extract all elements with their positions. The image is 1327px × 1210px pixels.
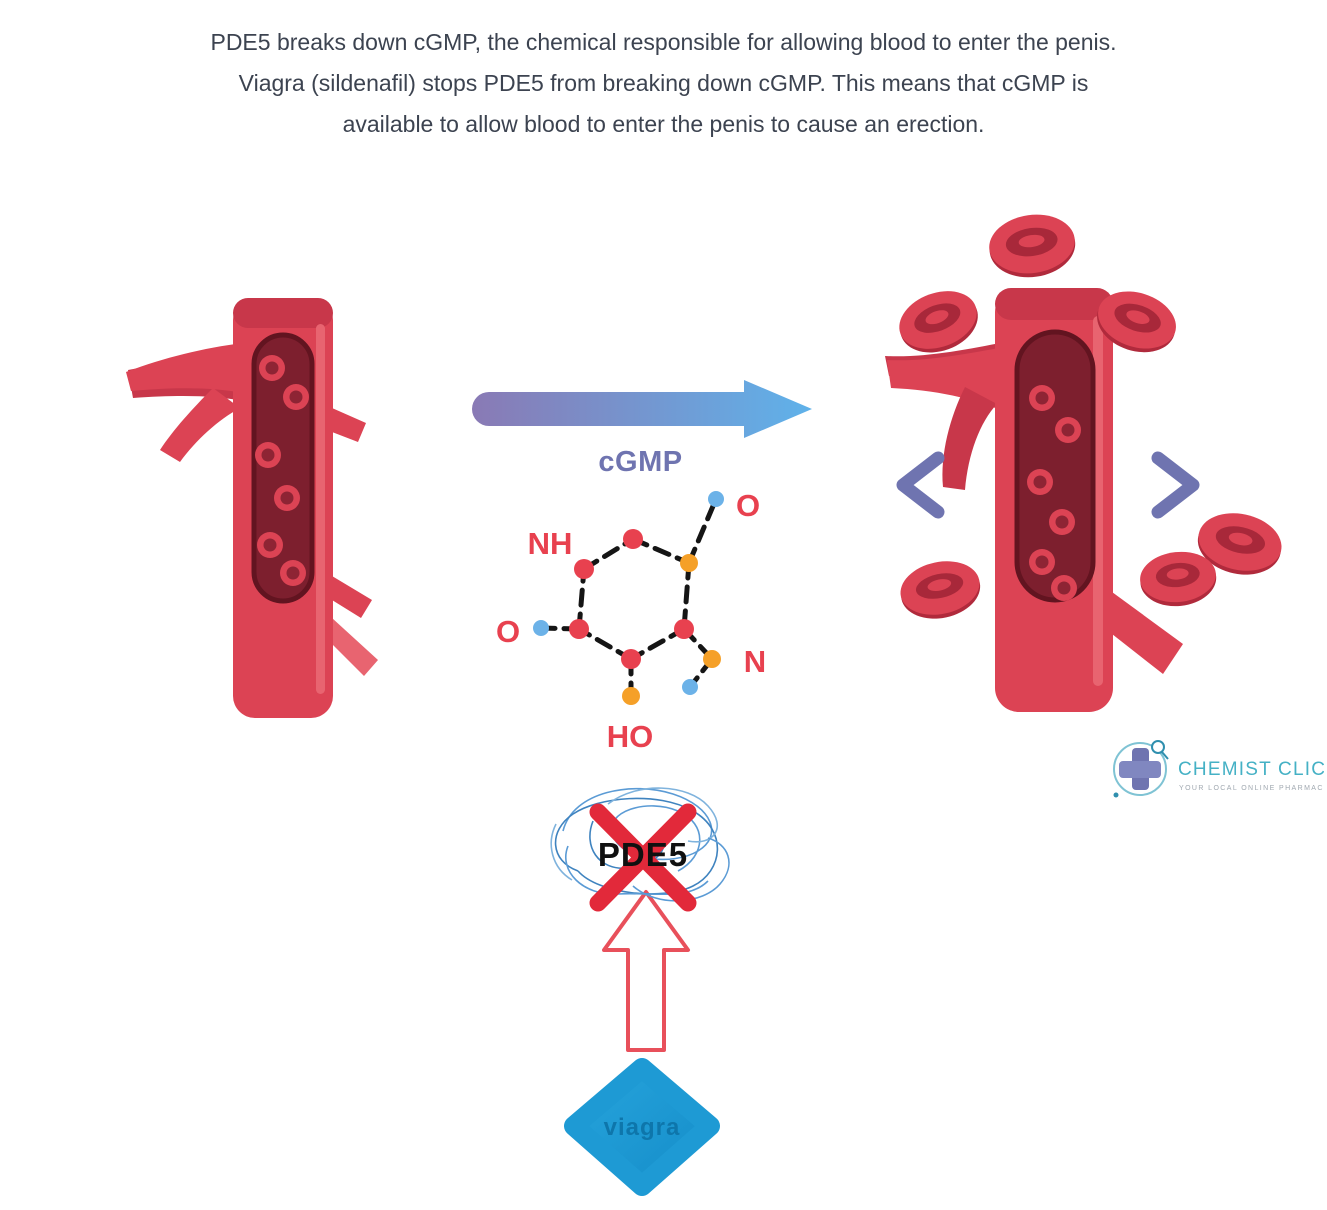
red-blood-cell bbox=[1027, 469, 1053, 495]
red-blood-cell bbox=[1097, 291, 1176, 353]
vessel-branch bbox=[332, 618, 378, 676]
constricted-vessel-illustration bbox=[126, 298, 378, 718]
free-red-blood-cells bbox=[899, 214, 1282, 619]
cgmp-label: cGMP bbox=[598, 446, 683, 478]
arrow-up-icon bbox=[602, 890, 690, 1052]
chevron-right-icon bbox=[1151, 451, 1200, 519]
dilated-vessel-illustration bbox=[885, 214, 1282, 712]
pill-shape bbox=[564, 1058, 720, 1196]
red-blood-cell bbox=[280, 560, 306, 586]
atom-orange bbox=[680, 554, 698, 572]
red-blood-cell bbox=[1051, 575, 1077, 601]
molecule-label-o-left: O bbox=[496, 614, 520, 649]
red-blood-cell bbox=[259, 355, 285, 381]
red-blood-cell bbox=[900, 561, 981, 619]
red-blood-cells-inside bbox=[255, 355, 309, 586]
molecule-label-n: N bbox=[744, 644, 766, 679]
vessel-branch bbox=[332, 408, 366, 442]
logo-tagline: YOUR LOCAL ONLINE PHARMACY bbox=[1179, 785, 1324, 792]
red-blood-cell bbox=[899, 291, 978, 353]
atom-blue bbox=[708, 491, 724, 507]
arrow-right-icon bbox=[472, 380, 812, 438]
magnifier-icon bbox=[1151, 740, 1165, 754]
molecule-label-o-top: O bbox=[736, 488, 760, 523]
cgmp-molecule-illustration: NH O O N HO bbox=[496, 488, 766, 754]
caption: PDE5 breaks down cGMP, the chemical resp… bbox=[0, 22, 1327, 145]
vessel-branch bbox=[942, 387, 997, 490]
red-blood-cell bbox=[257, 532, 283, 558]
atom-orange bbox=[622, 687, 640, 705]
red-blood-cell bbox=[1197, 513, 1282, 575]
red-blood-cell bbox=[1049, 509, 1075, 535]
atom-red bbox=[674, 619, 694, 639]
red-blood-cells-inside bbox=[1027, 385, 1081, 601]
atom-red bbox=[574, 559, 594, 579]
molecule-atoms bbox=[533, 491, 724, 705]
viagra-pill-illustration: viagra bbox=[564, 1058, 720, 1196]
atom-red bbox=[569, 619, 589, 639]
molecule-label-ho: HO bbox=[607, 719, 654, 754]
atom-red bbox=[621, 649, 641, 669]
pill-label: viagra bbox=[604, 1114, 681, 1141]
red-blood-cell bbox=[283, 384, 309, 410]
caption-line-2: Viagra (sildenafil) stops PDE5 from brea… bbox=[238, 70, 1089, 96]
pde5-label: PDE5 bbox=[597, 836, 689, 873]
atom-orange bbox=[703, 650, 721, 668]
vessel-branch bbox=[1112, 592, 1183, 674]
cross-icon bbox=[589, 803, 697, 912]
red-blood-cell bbox=[255, 442, 281, 468]
red-blood-cell bbox=[1029, 385, 1055, 411]
caption-line-1: PDE5 breaks down cGMP, the chemical resp… bbox=[210, 29, 1117, 55]
caption-line-3: available to allow blood to enter the pe… bbox=[342, 111, 985, 137]
chevron-left-icon bbox=[896, 451, 945, 519]
logo-circle bbox=[1113, 742, 1167, 796]
red-blood-cell bbox=[1029, 549, 1055, 575]
molecule-label-nh: NH bbox=[528, 526, 573, 561]
atom-red bbox=[623, 529, 643, 549]
atom-blue bbox=[533, 620, 549, 636]
red-blood-cell bbox=[274, 485, 300, 511]
red-blood-cell bbox=[989, 214, 1076, 278]
vessel-lumen bbox=[1014, 329, 1096, 603]
vessel-branch bbox=[160, 388, 240, 462]
chemist-click-logo: CHEMIST CLICK YOUR LOCAL ONLINE PHARMACY bbox=[1113, 740, 1324, 798]
vessel-branch bbox=[126, 343, 243, 393]
logo-name: CHEMIST CLICK bbox=[1178, 759, 1324, 780]
red-blood-cell bbox=[1055, 417, 1081, 443]
pde5-scribble-illustration bbox=[550, 787, 730, 912]
red-blood-cell bbox=[1140, 551, 1217, 607]
vessel-branch bbox=[332, 576, 372, 618]
atom-blue bbox=[682, 679, 698, 695]
